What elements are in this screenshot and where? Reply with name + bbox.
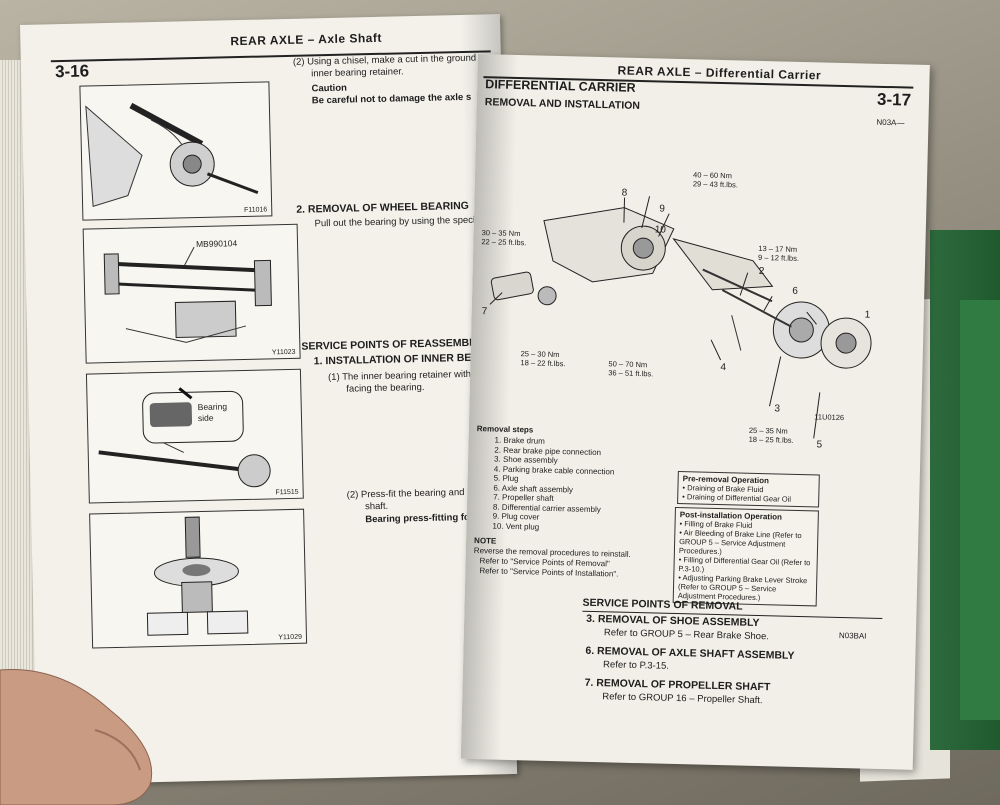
press-illustration xyxy=(146,516,249,636)
inner-bearing-text-cont: facing the bearing. xyxy=(346,381,425,395)
caution-text: Be careful not to damage the axle s xyxy=(311,91,472,107)
callout-10: 10 xyxy=(654,224,667,236)
callout-2: 2 xyxy=(758,265,765,278)
puller-illustration xyxy=(103,246,272,343)
removal-steps-title: Removal steps xyxy=(476,424,534,435)
callout-6: 6 xyxy=(792,285,798,297)
bearing-illustration xyxy=(98,387,271,488)
torque-ft-6: 18 – 25 ft.lbs. xyxy=(748,434,794,445)
torque-ft-1: 29 – 43 ft.lbs. xyxy=(692,179,739,190)
chisel-illustration xyxy=(85,102,259,208)
callout-1: 1 xyxy=(864,309,871,321)
torque-ft-3: 9 – 12 ft.lbs. xyxy=(758,252,800,263)
step-2-text-cont: inner bearing retainer. xyxy=(311,66,404,80)
green-binder-spine xyxy=(960,300,1000,720)
removal-steps-list: 1. Brake drum 2. Rear brake pipe connect… xyxy=(492,436,615,534)
service-item-6-text: Refer to P.3-15. xyxy=(602,659,670,672)
figure-press-fit: Y11029 xyxy=(89,508,308,649)
torque-ft-2: 22 – 25 ft.lbs. xyxy=(481,237,527,248)
caution-title: Caution xyxy=(311,82,347,95)
press-fit-text-cont: shaft. xyxy=(364,500,389,513)
list-item: • Draining of Differential Gear Oil xyxy=(682,492,792,504)
left-page: REAR AXLE – Axle Shaft 3-16 F11016 MB990… xyxy=(20,14,518,785)
differential-exploded-diagram xyxy=(489,196,872,439)
figure-id: Y11029 xyxy=(278,633,303,642)
service-points-title: SERVICE POINTS OF REMOVAL xyxy=(582,596,743,613)
removal-heading: 2. REMOVAL OF WHEEL BEARING xyxy=(296,199,470,216)
figure-id: F11016 xyxy=(243,206,268,214)
list-item: • Air Bleeding of Brake Line (Refer to G… xyxy=(678,528,802,557)
figure-id: F11515 xyxy=(275,488,299,497)
right-page: REAR AXLE – Differential Carrier 3-17 DI… xyxy=(460,54,930,770)
figure-bearing-side: Bearing side F11515 xyxy=(85,368,304,504)
figure-id: Y11023 xyxy=(271,348,296,357)
bearing-side-label: side xyxy=(197,412,214,424)
callout-3: 3 xyxy=(774,403,781,415)
callout-7: 7 xyxy=(481,306,488,318)
diagram-figure-id: 11U0126 xyxy=(814,412,845,423)
code-bottom: N03BAI xyxy=(838,630,867,641)
tool-number-label: MB990104 xyxy=(195,238,238,250)
reassembly-heading: SERVICE POINTS OF REASSEMBLY xyxy=(301,336,482,353)
page-header: REAR AXLE – Axle Shaft xyxy=(230,30,383,49)
list-item: 10. Vent plug xyxy=(492,520,540,532)
figure-puller: MB990104 Y11023 xyxy=(82,223,301,364)
removal-text: Pull out the bearing by using the specia… xyxy=(314,214,483,230)
figure-chisel: F11016 xyxy=(79,81,273,221)
pre-removal-box: Pre-removal Operation • Draining of Brak… xyxy=(677,471,820,508)
service-item-3-text: Refer to GROUP 5 – Rear Brake Shoe. xyxy=(603,627,770,643)
page-number: 3-16 xyxy=(54,61,90,82)
callout-5: 5 xyxy=(816,439,823,451)
service-item-7-text: Refer to GROUP 16 – Propeller Shaft. xyxy=(602,691,763,707)
hand-thumb xyxy=(0,669,153,805)
callout-9: 9 xyxy=(659,203,665,215)
torque-ft-5: 36 – 51 ft.lbs. xyxy=(608,368,654,379)
callout-4: 4 xyxy=(720,362,727,374)
bearing-label: Bearing xyxy=(197,401,228,413)
note-label: NOTE xyxy=(474,536,497,546)
torque-ft-4: 18 – 22 ft.lbs. xyxy=(520,358,566,369)
callout-8: 8 xyxy=(621,187,628,199)
post-installation-box: Post-installation Operation • Filling of… xyxy=(672,506,819,607)
